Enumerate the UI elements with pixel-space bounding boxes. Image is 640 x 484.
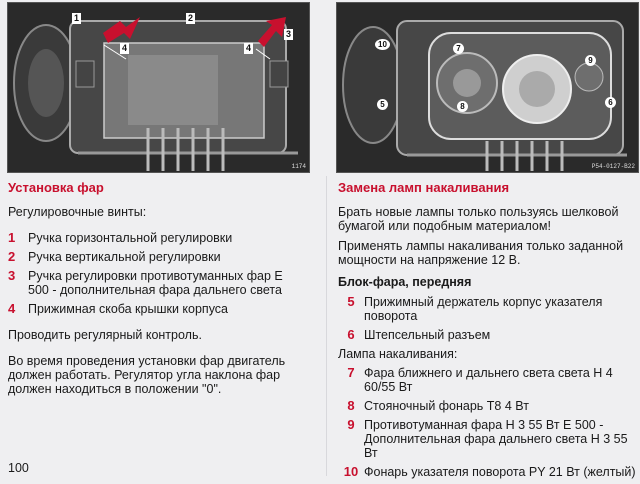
item-text: Ручка вертикальной регулировки — [28, 250, 221, 264]
list-item: 8 Стояночный фонарь Т8 4 Вт — [338, 398, 638, 414]
list-item: 5 Прижимный держатель корпус указателя п… — [338, 294, 638, 324]
headlight-adjustment-section: Установка фар Регулировочные винты: 1 Ру… — [8, 180, 320, 402]
instruction-text: Во время проведения установки фар двигат… — [8, 354, 286, 396]
item-number: 5 — [347, 294, 355, 309]
item-text: Противотуманная фара Н 3 55 Вт Е 500 - Д… — [364, 418, 628, 460]
section-title: Установка фар — [8, 180, 104, 195]
item-number: 4 — [8, 301, 16, 316]
item-text: Фонарь указателя поворота PY 21 Вт (желт… — [364, 465, 636, 479]
callout-4-right: 4 — [244, 43, 254, 54]
subsection-title: Блок-фара, передняя — [338, 275, 472, 289]
item-text: Фара ближнего и дальнего света света Н 4… — [364, 366, 613, 394]
callout-3: 3 — [284, 29, 294, 40]
item-text: Прижимная скоба крышки корпуса — [28, 302, 229, 316]
callout-9: 9 — [585, 55, 596, 66]
item-number: 1 — [8, 230, 16, 245]
column-divider — [326, 176, 327, 476]
item-number: 10 — [343, 464, 359, 479]
lamps-label: Лампа накаливания: — [338, 347, 458, 361]
item-number: 9 — [347, 417, 355, 432]
item-number: 6 — [347, 327, 355, 342]
callout-6: 6 — [605, 97, 616, 108]
instruction-text: Проводить регулярный контроль. — [8, 328, 202, 342]
item-text: Стояночный фонарь Т8 4 Вт — [364, 399, 529, 413]
list-item: 10 Фонарь указателя поворота PY 21 Вт (ж… — [338, 464, 638, 480]
list-item: 6 Штепсельный разъем — [338, 327, 638, 343]
section-title: Замена ламп накаливания — [338, 180, 510, 195]
section-intro: Регулировочные винты: — [8, 205, 147, 219]
item-number: 2 — [8, 249, 16, 264]
instruction-text: Брать новые лампы только пользуясь шелко… — [338, 205, 619, 233]
item-number: 8 — [347, 398, 355, 413]
list-item: 1 Ручка горизонтальной регулировки — [8, 230, 320, 246]
page-number: 100 — [8, 461, 29, 475]
bulb-replacement-section: Замена ламп накаливания Брать новые ламп… — [338, 180, 638, 484]
list-item: 3 Ручка регулировки противотуманных фар … — [8, 268, 320, 298]
headlight-open-illustration — [337, 3, 638, 172]
headlight-adjustment-photo: 1 2 3 4 4 1174 — [7, 2, 310, 173]
list-item: 2 Ручка вертикальной регулировки — [8, 249, 320, 265]
callout-8: 8 — [457, 101, 468, 112]
bulb-replacement-photo: 5 6 7 8 9 10 P54-0127-B22 — [336, 2, 639, 173]
callout-2: 2 — [186, 13, 196, 24]
callout-10: 10 — [375, 39, 390, 50]
item-text: Ручка горизонтальной регулировки — [28, 231, 233, 245]
photo-code: P54-0127-B22 — [591, 163, 635, 170]
item-text: Ручка регулировки противотуманных фар Е … — [28, 269, 283, 297]
instruction-text: Применять лампы накаливания только задан… — [338, 239, 624, 267]
headlight-rear-illustration — [8, 3, 309, 172]
photo-code: 1174 — [291, 163, 306, 170]
list-item: 9 Противотуманная фара Н 3 55 Вт Е 500 -… — [338, 417, 638, 461]
item-text: Прижимный держатель корпус указателя пов… — [364, 295, 603, 323]
callout-4-left: 4 — [120, 43, 130, 54]
callout-7: 7 — [453, 43, 464, 54]
callout-1: 1 — [72, 13, 82, 24]
item-text: Штепсельный разъем — [364, 328, 491, 342]
list-item: 4 Прижимная скоба крышки корпуса — [8, 301, 320, 317]
list-item: 7 Фара ближнего и дальнего света света Н… — [338, 365, 638, 395]
item-number: 3 — [8, 268, 16, 283]
item-number: 7 — [347, 365, 355, 380]
callout-5: 5 — [377, 99, 388, 110]
